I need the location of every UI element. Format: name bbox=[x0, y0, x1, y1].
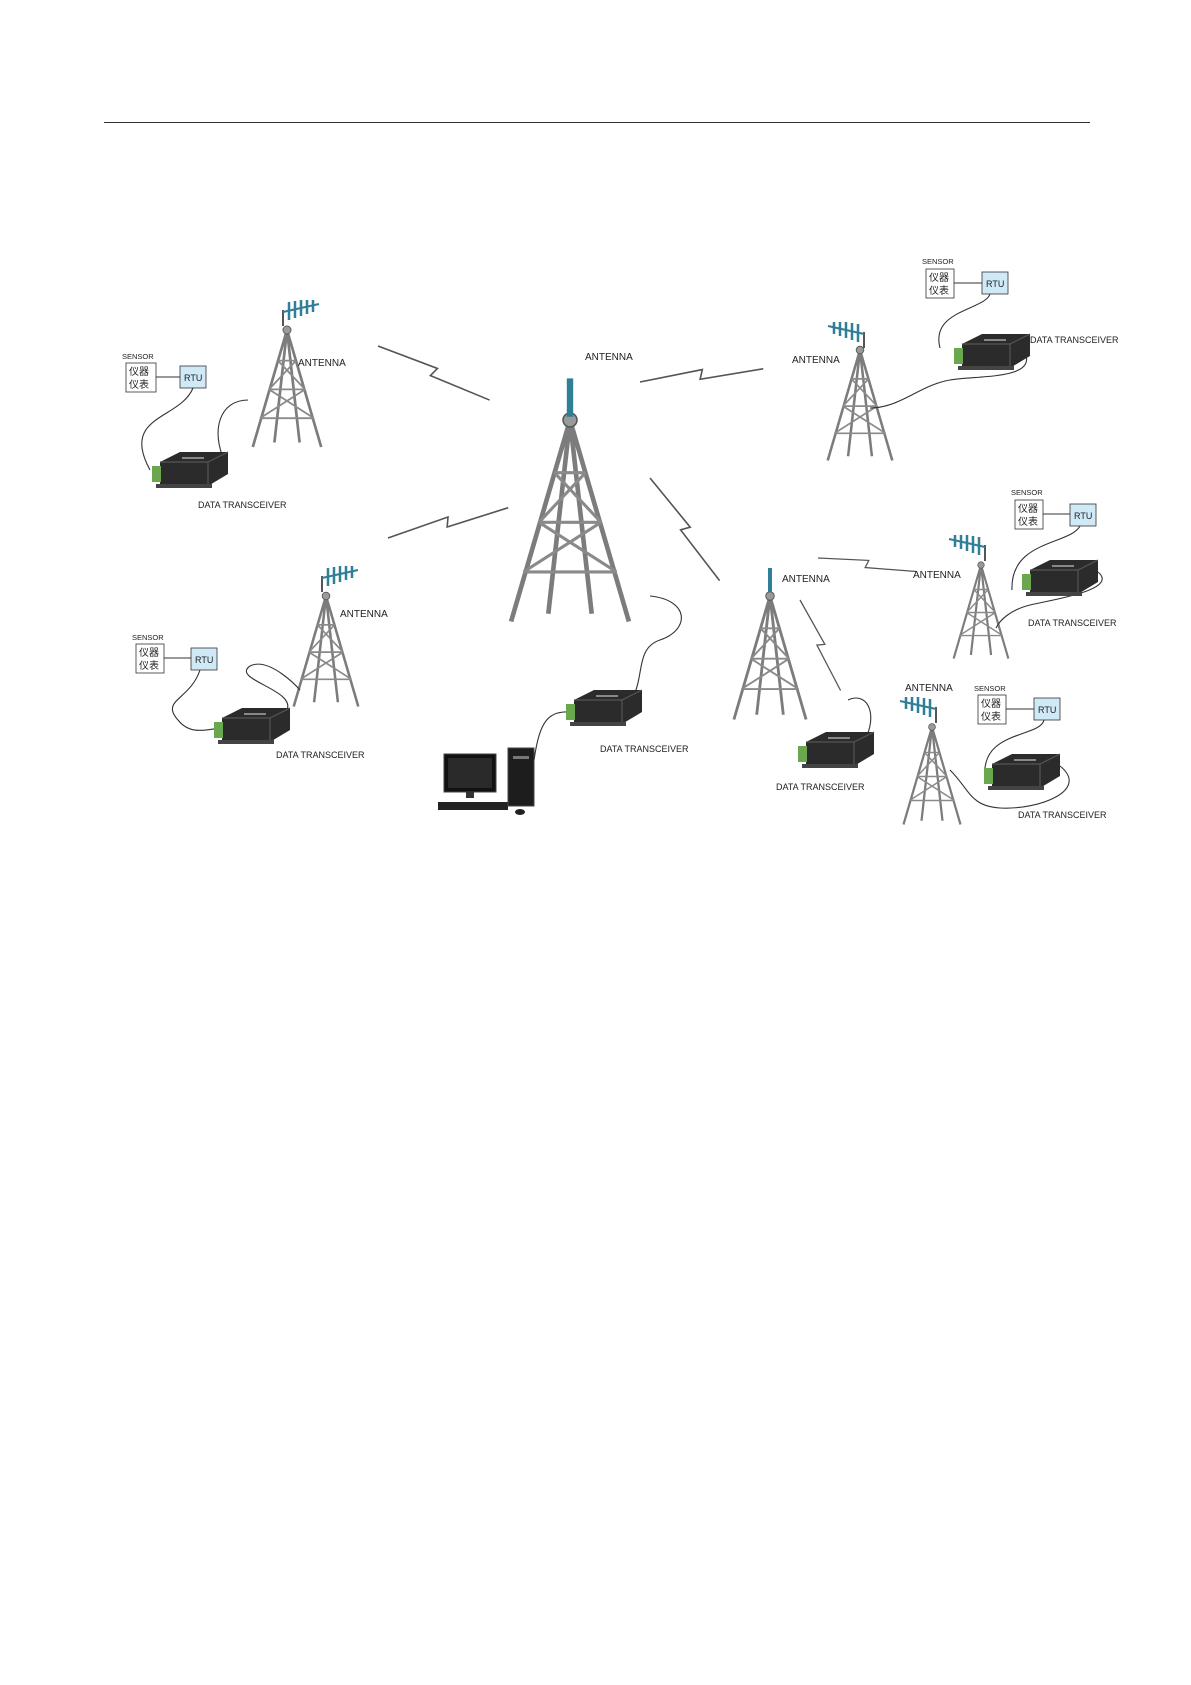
wireless-link-icon bbox=[373, 346, 495, 400]
yagi-antenna-icon bbox=[900, 697, 936, 723]
yagi-antenna-icon bbox=[828, 322, 864, 348]
wireless-link-icon bbox=[388, 475, 508, 570]
antenna-label: ANTENNA bbox=[298, 358, 346, 369]
instrument-label: 仪表 bbox=[981, 710, 1001, 723]
instrument-label: 仪器 bbox=[139, 647, 159, 659]
node-middle-right: ANTENNA SENSOR 仪器 仪表 RTU DATA TRANSCEIVE… bbox=[913, 488, 1117, 659]
whip-antenna-icon bbox=[768, 568, 772, 592]
radio-modem-icon bbox=[566, 690, 642, 726]
radio-modem-icon bbox=[214, 708, 290, 744]
radio-modem-icon bbox=[152, 452, 228, 488]
instrument-label: 仪表 bbox=[139, 659, 159, 672]
sensor-label: SENSOR bbox=[1011, 488, 1043, 497]
transceiver-label: DATA TRANSCEIVER bbox=[776, 782, 865, 792]
rtu-label: RTU bbox=[986, 279, 1004, 289]
antenna-label: ANTENNA bbox=[905, 683, 953, 694]
antenna-label: ANTENNA bbox=[340, 609, 388, 620]
wireless-link-icon bbox=[640, 334, 763, 417]
antenna-label: ANTENNA bbox=[792, 355, 840, 366]
node-top-right: ANTENNA SENSOR 仪器 仪表 RTU DATA TRANSCEIVE… bbox=[792, 257, 1119, 461]
instrument-label: 仪表 bbox=[1018, 515, 1038, 528]
node-control-center: DATA TRANSCEIVER bbox=[438, 596, 689, 815]
yagi-antenna-icon bbox=[322, 566, 358, 592]
sensor-label: SENSOR bbox=[922, 257, 954, 266]
yagi-antenna-icon bbox=[949, 535, 985, 561]
instrument-label: 仪器 bbox=[929, 272, 949, 284]
radio-modem-icon bbox=[798, 732, 874, 768]
instrument-label: 仪器 bbox=[1018, 503, 1038, 515]
node-bottom-right: ANTENNA SENSOR 仪器 仪表 RTU DATA TRANSCEIVE… bbox=[900, 683, 1107, 825]
node-bottom-left: ANTENNA SENSOR 仪器 仪表 RTU DATA TRANSCEIVE… bbox=[132, 566, 388, 760]
node-relay: ANTENNA DATA TRANSCEIVER bbox=[734, 568, 874, 792]
transceiver-label: DATA TRANSCEIVER bbox=[276, 750, 365, 760]
wireless-link-icon bbox=[818, 542, 916, 588]
sensor-label: SENSOR bbox=[132, 633, 164, 642]
instrument-label: 仪器 bbox=[129, 366, 149, 378]
rtu-label: RTU bbox=[1038, 705, 1056, 715]
transceiver-label: DATA TRANSCEIVER bbox=[198, 500, 287, 510]
rtu-label: RTU bbox=[195, 655, 213, 665]
transceiver-label: DATA TRANSCEIVER bbox=[1028, 618, 1117, 628]
antenna-label: ANTENNA bbox=[913, 570, 961, 581]
desktop-computer-icon bbox=[438, 748, 534, 815]
transceiver-label: DATA TRANSCEIVER bbox=[600, 744, 689, 754]
rtu-label: RTU bbox=[1074, 511, 1092, 521]
wireless-link-icon bbox=[627, 478, 743, 581]
antenna-label: ANTENNA bbox=[782, 574, 830, 585]
wireless-link-icon bbox=[777, 600, 863, 690]
instrument-label: 仪器 bbox=[981, 698, 1001, 710]
central-antenna-label: ANTENNA bbox=[585, 352, 633, 363]
sensor-label: SENSOR bbox=[974, 684, 1006, 693]
radio-modem-icon bbox=[954, 334, 1030, 370]
instrument-label: 仪表 bbox=[929, 284, 949, 297]
sensor-label: SENSOR bbox=[122, 352, 154, 361]
radio-modem-icon bbox=[984, 754, 1060, 790]
transceiver-label: DATA TRANSCEIVER bbox=[1030, 335, 1119, 345]
central-whip-antenna-icon bbox=[567, 378, 573, 416]
instrument-label: 仪表 bbox=[129, 378, 149, 391]
rtu-label: RTU bbox=[184, 373, 202, 383]
node-top-left: ANTENNA SENSOR 仪器 仪表 RTU DATA TRANSCEIVE… bbox=[122, 300, 346, 510]
central-tower bbox=[511, 413, 629, 621]
transceiver-label: DATA TRANSCEIVER bbox=[1018, 810, 1107, 820]
yagi-antenna-icon bbox=[283, 300, 319, 326]
